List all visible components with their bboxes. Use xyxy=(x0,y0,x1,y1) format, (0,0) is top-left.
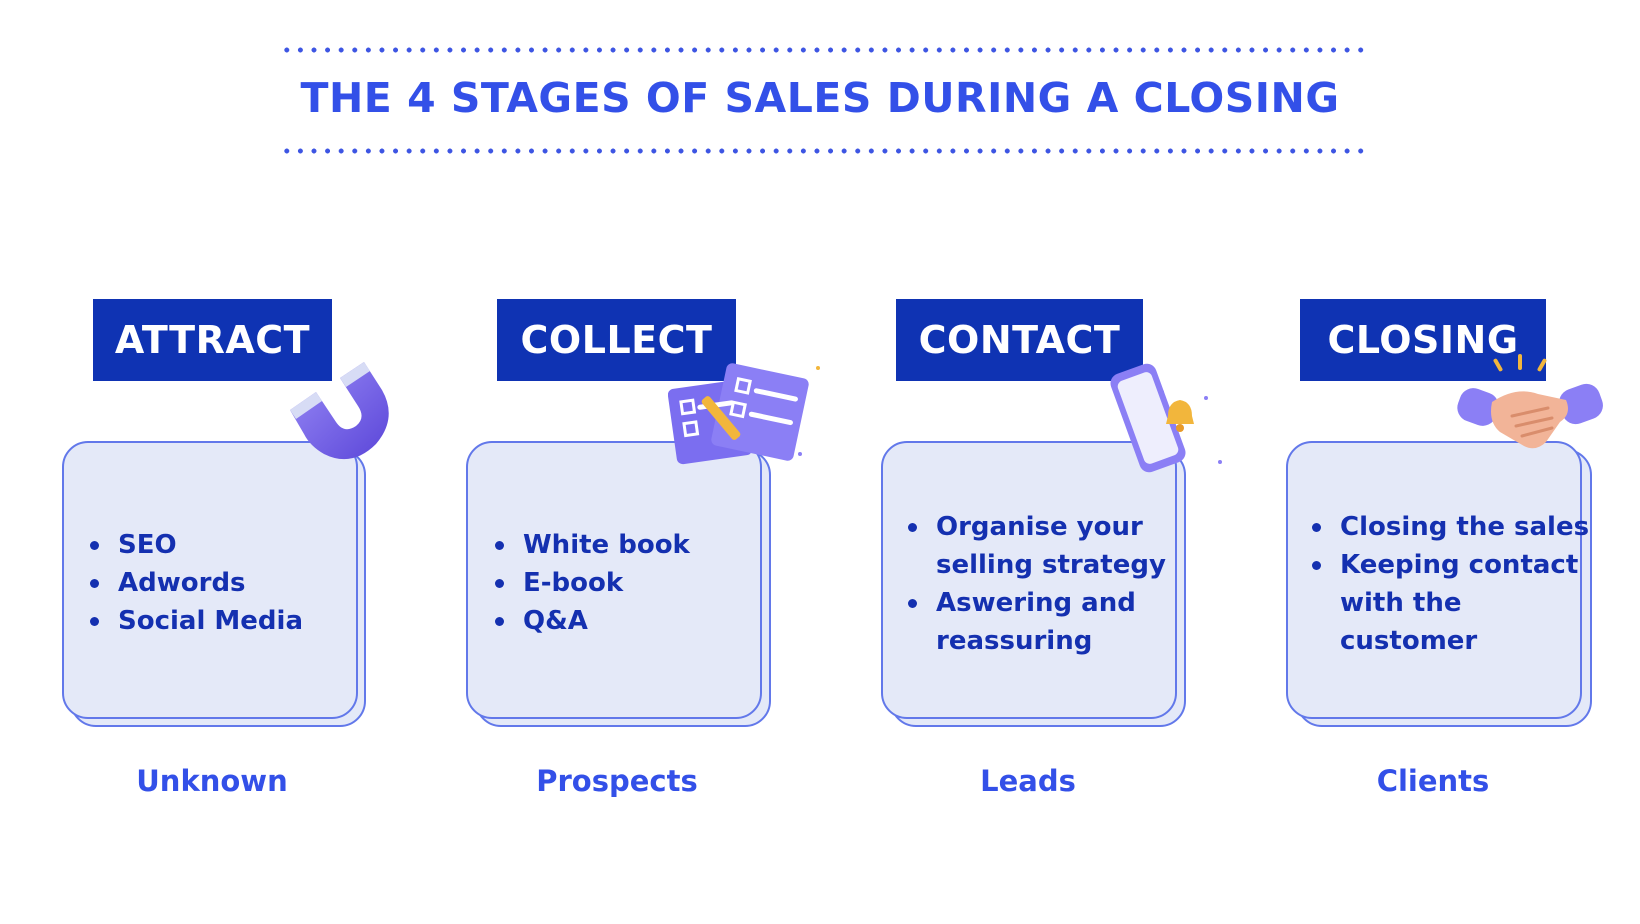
list-item: Keeping contact with the customer xyxy=(1310,546,1595,660)
list-item: White book xyxy=(493,526,753,564)
bullet-list: White book E-book Q&A xyxy=(493,526,753,640)
stage-label: ATTRACT xyxy=(93,299,332,381)
stage-label: COLLECT xyxy=(497,299,736,381)
bullet-list: Organise your selling strategy Aswering … xyxy=(906,508,1171,660)
stage-label: CONTACT xyxy=(896,299,1143,381)
stage-caption: Unknown xyxy=(136,764,288,798)
phone-notification-icon xyxy=(1110,363,1222,473)
list-item: Aswering and reassuring xyxy=(906,584,1171,660)
card xyxy=(881,441,1177,719)
list-item: Organise your selling strategy xyxy=(906,508,1171,584)
card xyxy=(1286,441,1582,719)
stage-label: CLOSING xyxy=(1300,299,1546,381)
checklist-icon xyxy=(668,363,820,465)
list-item: Q&A xyxy=(493,602,753,640)
bullet-list: Closing the sales Keeping contact with t… xyxy=(1310,508,1595,660)
stage-collect: COLLECT White book E-book Q&A Prospects xyxy=(0,0,820,924)
stage-attract: ATTRACT SEO Adwords Social Media Unknown xyxy=(0,0,389,924)
card xyxy=(62,441,358,719)
list-item: E-book xyxy=(493,564,753,602)
stage-caption: Leads xyxy=(980,764,1076,798)
card xyxy=(466,441,762,719)
list-item: Social Media xyxy=(88,602,348,640)
bullet-list: SEO Adwords Social Media xyxy=(88,526,348,640)
list-item: Adwords xyxy=(88,564,348,602)
magnet-icon xyxy=(290,362,389,460)
stage-closing: CLOSING Closing the sales Keeping contac… xyxy=(0,0,1603,924)
page-title: THE 4 STAGES OF SALES DURING A CLOSING xyxy=(300,74,1340,122)
dotted-divider-bottom xyxy=(280,148,1368,154)
stage-caption: Clients xyxy=(1376,764,1490,798)
stage-caption: Prospects xyxy=(536,764,698,798)
dotted-divider-top xyxy=(280,47,1368,53)
stage-contact: CONTACT Organise your selling strategy A… xyxy=(0,0,1222,924)
handshake-icon xyxy=(1457,354,1603,449)
list-item: Closing the sales xyxy=(1310,508,1595,546)
list-item: SEO xyxy=(88,526,348,564)
